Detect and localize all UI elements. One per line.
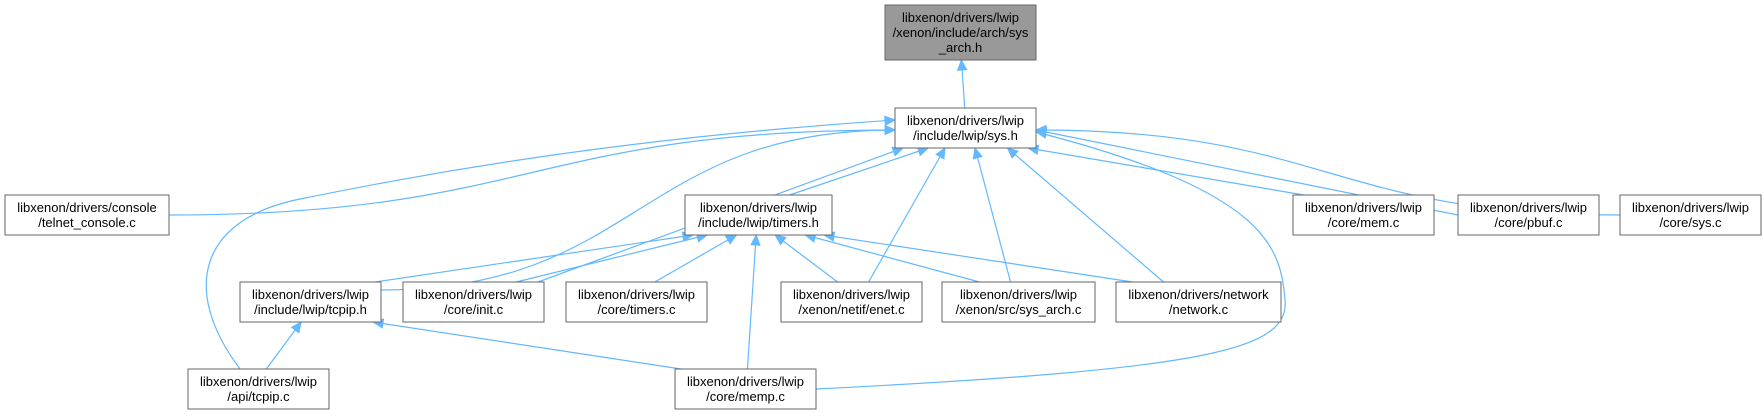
arrowhead-sys_h-to-sys_arch_h: [956, 58, 968, 71]
edge-src_sys_arch_c-to-timers_h: [805, 234, 980, 283]
node-label-line: libxenon/drivers/lwip: [902, 10, 1019, 25]
node-box: [402, 281, 545, 323]
edge-enet_c-to-timers_h: [774, 234, 838, 283]
edge-timers_h-to-sys_h: [789, 147, 929, 196]
arrowhead-timers_c-to-timers_h: [724, 234, 738, 245]
node-label-line: libxenon/drivers/lwip: [252, 287, 369, 302]
node-label-line: /xenon/src/sys_arch.c: [956, 302, 1082, 317]
node-core-sys-c[interactable]: libxenon/drivers/lwip/core/sys.c: [1619, 194, 1762, 236]
node-label-line: libxenon/drivers/lwip: [793, 287, 910, 302]
node-box: [565, 281, 708, 323]
edge-enet_c-to-sys_h: [868, 147, 946, 283]
graph-nodes: libxenon/drivers/lwip/xenon/include/arch…: [4, 4, 1762, 410]
node-label-line: /network.c: [1169, 302, 1229, 317]
arrowhead-memp_c-to-timers_h: [750, 233, 761, 246]
node-timers-h[interactable]: libxenon/drivers/lwip/include/lwip/timer…: [684, 194, 833, 236]
node-label-line: libxenon/drivers/lwip: [578, 287, 695, 302]
node-enet-c[interactable]: libxenon/drivers/lwip/xenon/netif/enet.c: [780, 281, 923, 323]
node-label-line: /xenon/netif/enet.c: [798, 302, 905, 317]
arrowhead-api_tcpip_c-to-sys_h: [884, 115, 897, 127]
node-tcpip-h[interactable]: libxenon/drivers/lwip/include/lwip/tcpip…: [239, 281, 382, 323]
node-label-line: /api/tcpip.c: [227, 389, 290, 404]
node-memp-c[interactable]: libxenon/drivers/lwip/core/memp.c: [674, 368, 817, 410]
node-label-line: /include/lwip/timers.h: [698, 215, 819, 230]
node-label-line: libxenon/drivers/lwip: [415, 287, 532, 302]
node-src-sys-arch-c[interactable]: libxenon/drivers/lwip/xenon/src/sys_arch…: [941, 281, 1096, 323]
node-box: [4, 194, 170, 236]
edge-memp_c-to-sys_h: [815, 131, 1286, 390]
node-label-line: /telnet_console.c: [38, 215, 136, 230]
edge-tcpip_h-to-sys_h: [380, 129, 896, 291]
node-timers-c[interactable]: libxenon/drivers/lwip/core/timers.c: [565, 281, 708, 323]
node-init-c[interactable]: libxenon/drivers/lwip/core/init.c: [402, 281, 545, 323]
node-sys-h[interactable]: libxenon/drivers/lwip/include/lwip/sys.h: [894, 107, 1037, 149]
node-label-line: /core/timers.c: [597, 302, 676, 317]
arrowhead-api_tcpip_c-to-tcpip_h: [290, 321, 302, 334]
node-box: [1457, 194, 1600, 236]
node-box: [941, 281, 1096, 323]
node-label-line: /include/lwip/sys.h: [913, 128, 1018, 143]
node-box: [780, 281, 923, 323]
edge-tcpip_h-to-timers_h: [374, 234, 694, 283]
node-label-line: /core/sys.c: [1659, 215, 1722, 230]
node-box: [884, 4, 1037, 61]
arrowhead-network_c-to-sys_h: [1006, 147, 1019, 159]
edge-init_c-to-timers_h: [516, 234, 708, 283]
arrowhead-tcpip_h-to-sys_h: [884, 124, 897, 136]
node-network-c[interactable]: libxenon/drivers/network/network.c: [1115, 281, 1282, 323]
node-box: [239, 281, 382, 323]
node-label-line: /core/mem.c: [1328, 215, 1400, 230]
arrowhead-enet_c-to-sys_h: [935, 146, 946, 160]
node-label-line: libxenon/drivers/console: [17, 200, 156, 215]
node-box: [1619, 194, 1762, 236]
node-label-line: libxenon/drivers/lwip: [907, 113, 1024, 128]
edge-memp_c-to-timers_h: [746, 234, 757, 370]
node-label-line: /xenon/include/arch/sys: [893, 25, 1029, 40]
node-label-line: /core/init.c: [444, 302, 504, 317]
node-box: [187, 368, 330, 410]
node-box: [894, 107, 1037, 149]
node-label-line: /include/lwip/tcpip.h: [254, 302, 367, 317]
node-label-line: libxenon/drivers/lwip: [687, 374, 804, 389]
edge-mem_c-to-sys_h: [1027, 147, 1304, 196]
node-box: [684, 194, 833, 236]
arrowhead-enet_c-to-timers_h: [774, 234, 787, 246]
node-mem-c[interactable]: libxenon/drivers/lwip/core/mem.c: [1292, 194, 1435, 236]
node-label-line: libxenon/drivers/lwip: [200, 374, 317, 389]
node-label-line: _arch.h: [938, 40, 982, 55]
node-label-line: libxenon/drivers/lwip: [1305, 200, 1422, 215]
edge-src_sys_arch_c-to-sys_h: [974, 147, 1012, 283]
node-box: [674, 368, 817, 410]
node-label-line: libxenon/drivers/lwip: [1632, 200, 1749, 215]
edge-network_c-to-timers_h: [823, 234, 1133, 283]
edge-network_c-to-sys_h: [1007, 147, 1164, 283]
node-telnet-console[interactable]: libxenon/drivers/console/telnet_console.…: [4, 194, 170, 236]
node-box: [1115, 281, 1282, 323]
edge-memp_c-to-tcpip_h: [372, 321, 682, 370]
node-api-tcpip-c[interactable]: libxenon/drivers/lwip/api/tcpip.c: [187, 368, 330, 410]
edge-telnet_console-to-sys_h: [168, 129, 896, 216]
node-sys-arch-h: libxenon/drivers/lwip/xenon/include/arch…: [884, 4, 1037, 61]
arrowhead-memp_c-to-sys_h: [1034, 128, 1048, 139]
edge-timers_c-to-timers_h: [654, 234, 737, 283]
node-label-line: /core/pbuf.c: [1495, 215, 1563, 230]
node-label-line: libxenon/drivers/lwip: [700, 200, 817, 215]
node-pbuf-c[interactable]: libxenon/drivers/lwip/core/pbuf.c: [1457, 194, 1600, 236]
node-box: [1292, 194, 1435, 236]
node-label-line: libxenon/drivers/lwip: [960, 287, 1077, 302]
node-label-line: libxenon/drivers/lwip: [1470, 200, 1587, 215]
node-label-line: libxenon/drivers/network: [1128, 287, 1269, 302]
edge-api_tcpip_c-to-sys_h: [205, 119, 896, 370]
node-label-line: /core/memp.c: [706, 389, 785, 404]
arrowhead-src_sys_arch_c-to-sys_h: [972, 146, 983, 160]
